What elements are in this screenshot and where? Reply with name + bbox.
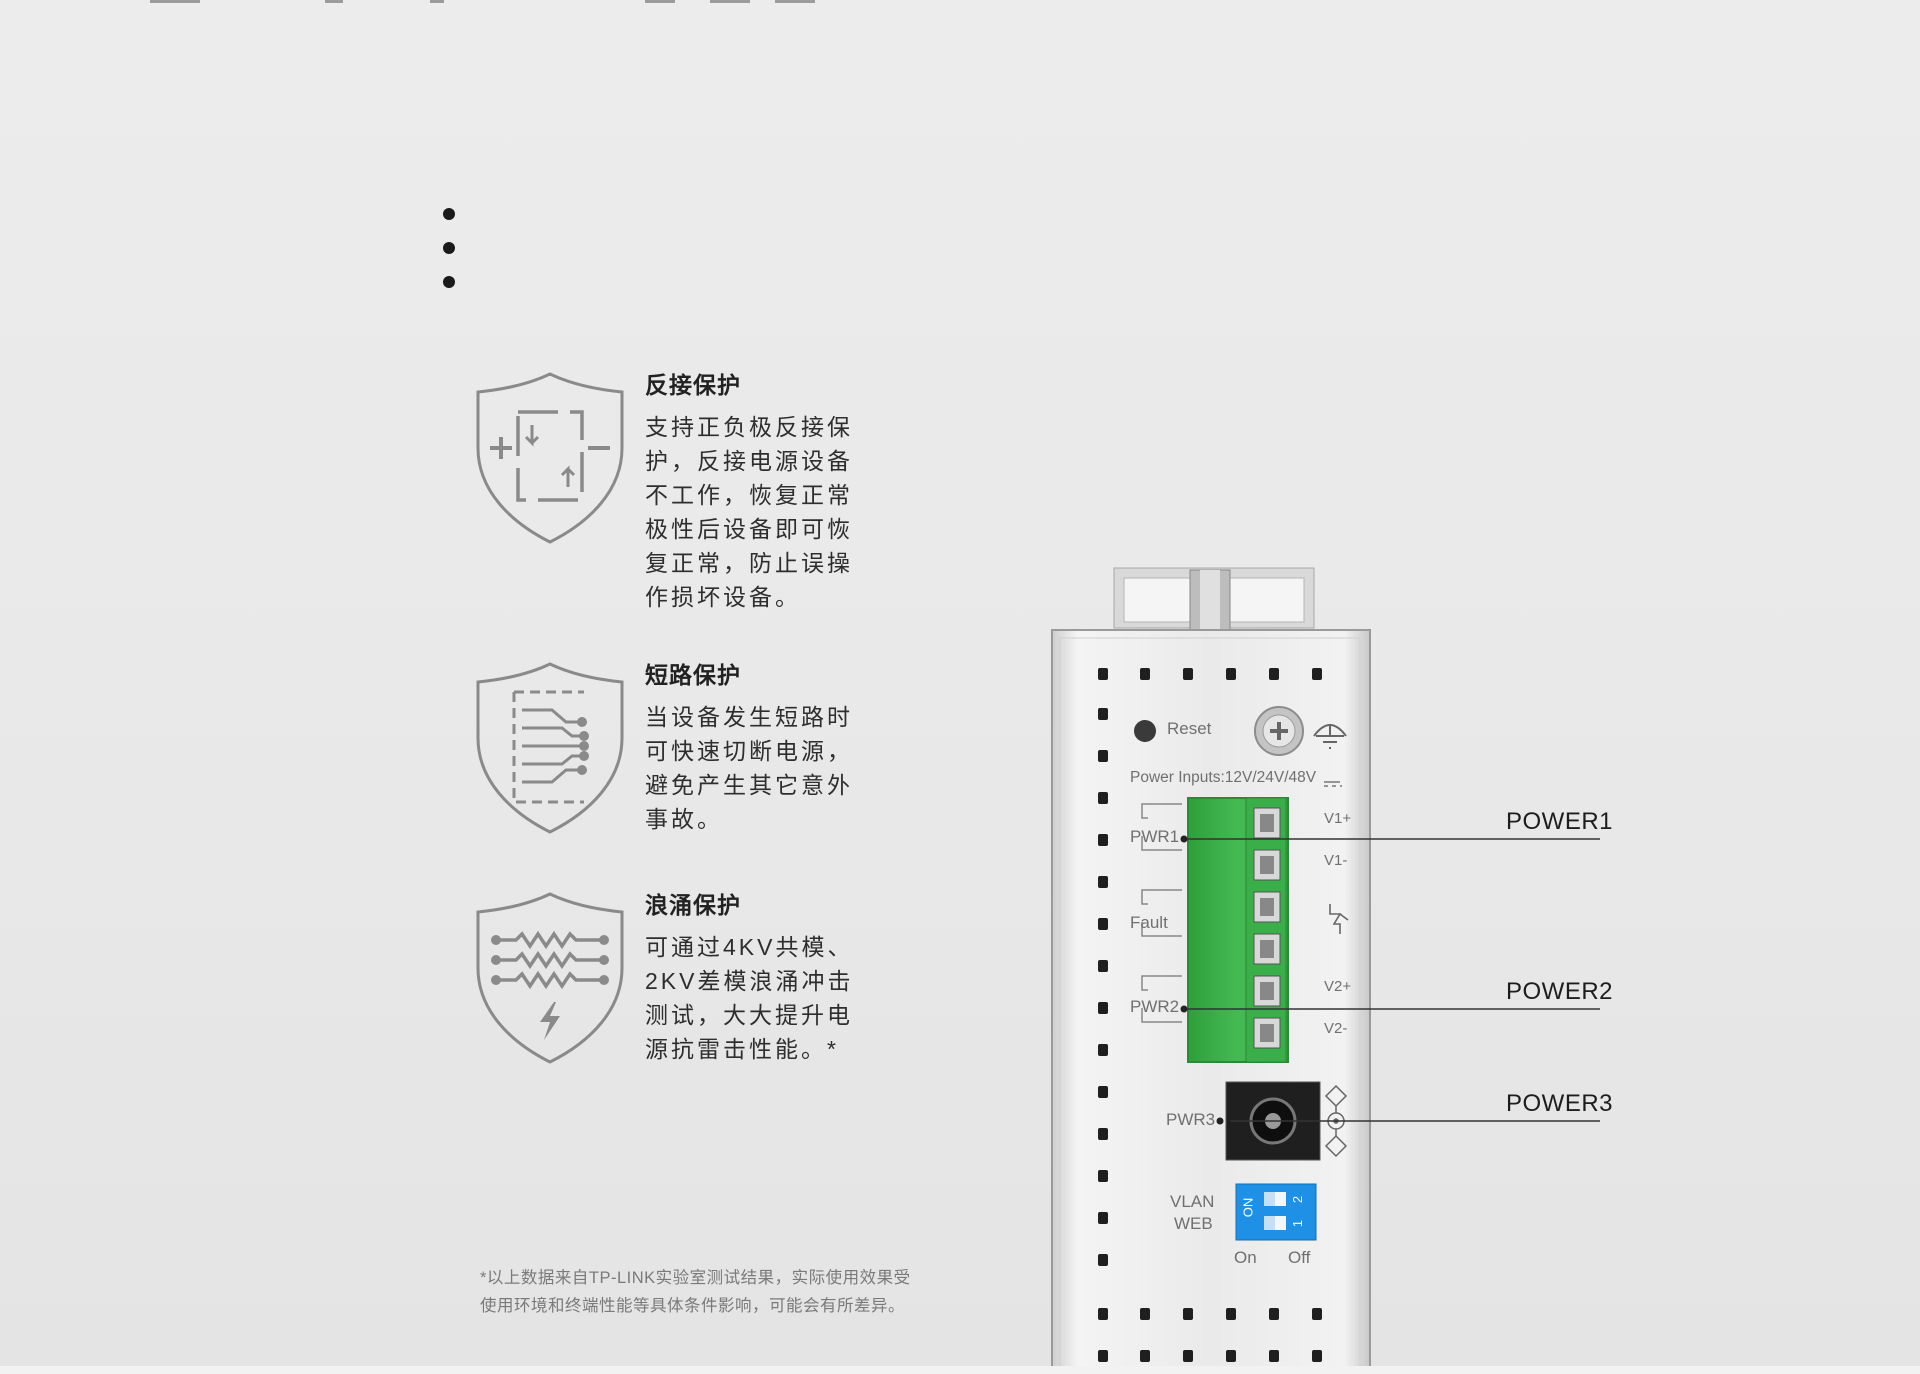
pwr1-label: PWR1 — [1130, 827, 1180, 846]
bottom-strip — [0, 1366, 1920, 1374]
web-label: WEB — [1174, 1214, 1213, 1233]
dot — [443, 208, 455, 220]
on-label: On — [1234, 1248, 1257, 1267]
vertical-dots-indicator — [441, 208, 457, 300]
top-fragment — [150, 0, 830, 3]
dip-1-label: 1 — [1290, 1219, 1306, 1228]
pwr2-label: PWR2 — [1130, 997, 1180, 1016]
feature-title: 浪涌保护 — [645, 892, 741, 918]
off-label: Off — [1288, 1248, 1311, 1267]
v2-minus-label: V2- — [1324, 1020, 1348, 1037]
feature-description: 支持正负极反接保 护，反接电源设备 不工作，恢复正常 极性后设备即可恢 复正常，… — [645, 414, 853, 610]
feature-title: 反接保护 — [645, 372, 741, 398]
pwr3-label: PWR3 — [1166, 1110, 1216, 1129]
power-inputs-label: Power Inputs:12V/24V/48V — [1130, 769, 1317, 786]
callout-power3: POWER3 — [1506, 1090, 1614, 1117]
feature-description: 当设备发生短路时 可快速切断电源， 避免产生其它意外 事故。 — [645, 704, 853, 832]
feature-title: 短路保护 — [645, 662, 741, 688]
dip-on-label: ON — [1240, 1197, 1256, 1218]
surge-shield-icon — [476, 892, 624, 1064]
callout-power2: POWER2 — [1506, 978, 1614, 1005]
dot — [443, 276, 455, 288]
v1-minus-label: V1- — [1324, 852, 1348, 869]
reverse-polarity-shield-icon — [476, 372, 624, 544]
dot — [443, 242, 455, 254]
v1-plus-label: V1+ — [1324, 810, 1352, 827]
footnote: *以上数据来自TP-LINK实验室测试结果，实际使用效果受使用环境和终端性能等具… — [480, 1269, 911, 1315]
dip-2-label: 2 — [1290, 1195, 1306, 1204]
feature-description: 可通过4KV共模、 2KV差模浪涌冲击 测试，大大提升电 源抗雷击性能。* — [645, 934, 854, 1062]
switch-device-illustration: Reset Power Inputs:12V/24V/48V PWR1 Faul… — [1040, 560, 1613, 1374]
reset-label: Reset — [1167, 719, 1212, 738]
short-circuit-shield-icon — [476, 662, 624, 834]
fault-label: Fault — [1130, 913, 1168, 932]
callout-power1: POWER1 — [1506, 808, 1614, 835]
vlan-label: VLAN — [1170, 1192, 1215, 1211]
v2-plus-label: V2+ — [1324, 978, 1352, 995]
